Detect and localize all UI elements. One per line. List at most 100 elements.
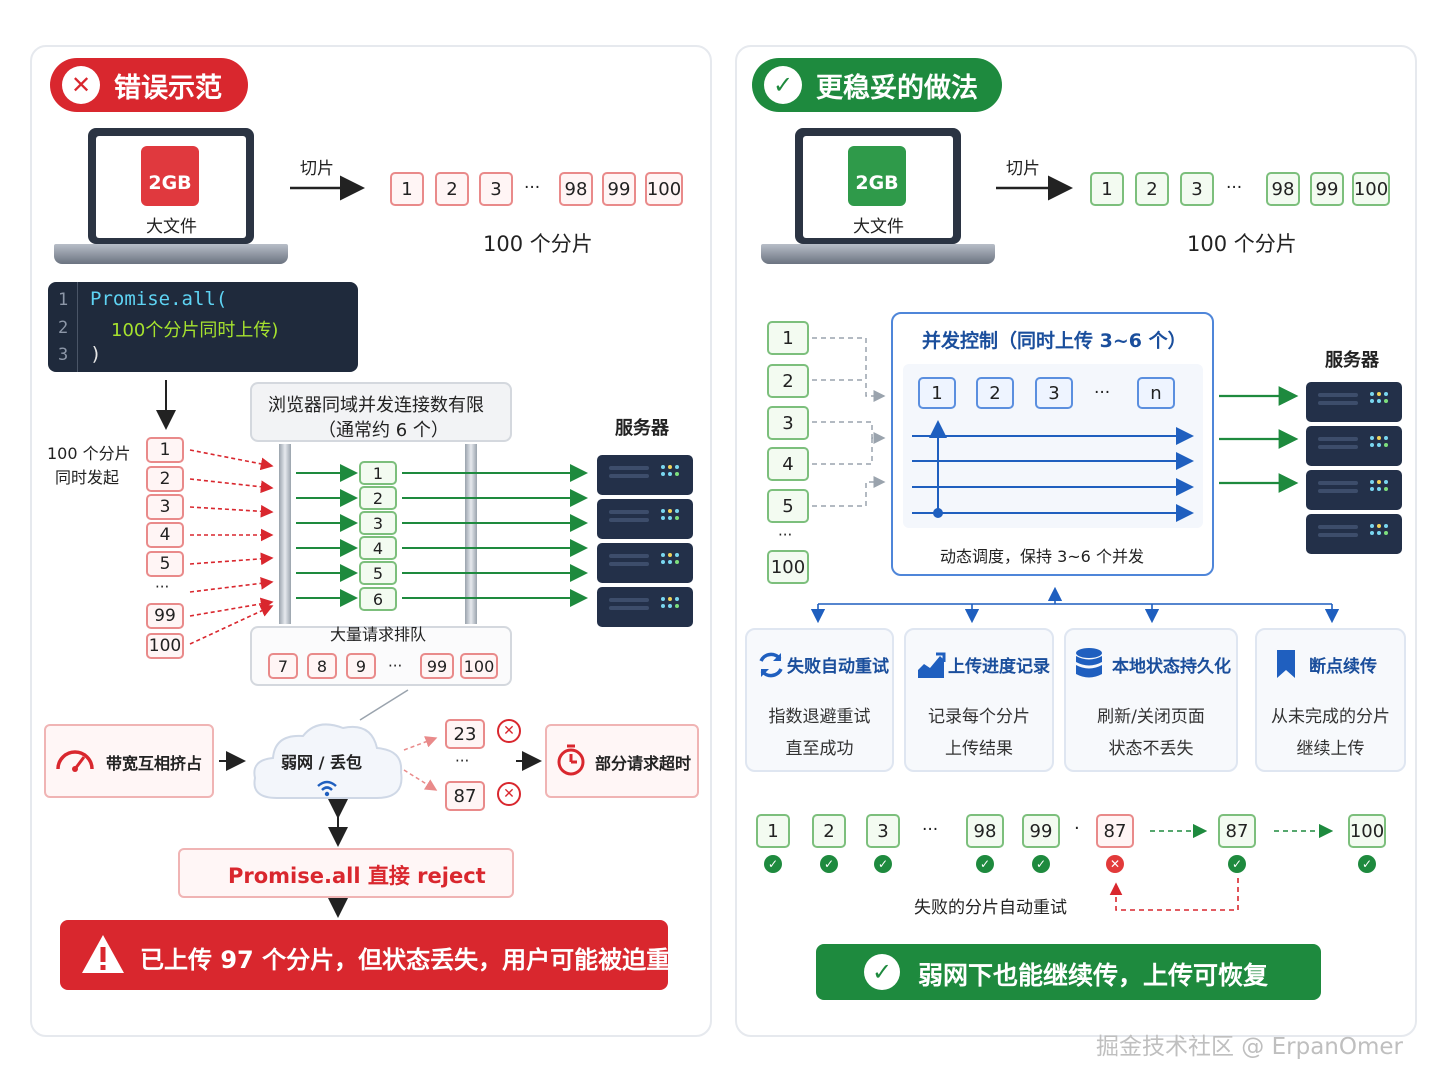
request-arrow (189, 504, 274, 518)
server-label: 服务器 (615, 418, 669, 439)
feature-connectors (810, 586, 1340, 624)
server-arrows (1219, 386, 1299, 493)
status-light (661, 465, 665, 469)
slot: 3 (1035, 377, 1073, 409)
timeout-label: 部分请求超时 (595, 754, 692, 773)
status-light (1370, 480, 1374, 484)
status-light (1370, 487, 1374, 491)
x-circle-icon: ✕ (62, 66, 100, 104)
ellipsis: ··· (778, 526, 793, 544)
chunk: 2 (1135, 172, 1169, 206)
status-lights (1370, 436, 1392, 452)
file-label: 大文件 (853, 217, 904, 237)
check-circle-icon: ✓ (864, 954, 900, 990)
server-label: 服务器 (1325, 350, 1379, 371)
limit-line-2: （通常约 6 个） (318, 420, 449, 441)
incoming-chunk: 3 (767, 406, 809, 440)
status-light (1384, 524, 1388, 528)
chunk: 2 (435, 172, 469, 206)
success-check-icon: ✓ (874, 855, 892, 873)
status-light (668, 553, 672, 557)
server-icon (1306, 426, 1402, 466)
status-light (1377, 487, 1381, 491)
status-light (661, 472, 665, 476)
file-icon: 2GB (848, 146, 906, 206)
status-light (1384, 531, 1388, 535)
laptop-base (761, 244, 995, 264)
left-result-text: 已上传 97 个分片，但状态丢失，用户可能被迫重传 (140, 946, 695, 974)
feature-line-1: 刷新/关闭页面 (1097, 707, 1205, 727)
ellipsis: ··· (524, 178, 541, 198)
feature-card: 断点续传 从未完成的分片 继续上传 (1255, 628, 1406, 772)
ellipsis: ··· (388, 657, 403, 675)
status-light (1384, 480, 1388, 484)
slot: n (1137, 377, 1175, 409)
server-icon (1306, 470, 1402, 510)
status-light (1377, 443, 1381, 447)
status-light (1377, 392, 1381, 396)
slice-label: 切片 (1006, 159, 1040, 179)
chart-icon (916, 650, 946, 680)
active-slot: 4 (359, 536, 397, 560)
file-size: 2GB (148, 172, 192, 194)
file-icon: 2GB (141, 146, 199, 206)
pillar-left (279, 444, 291, 624)
status-light (661, 560, 665, 564)
feature-title: 失败自动重试 (787, 657, 889, 677)
gauge-icon (54, 741, 96, 773)
server-icon (597, 455, 693, 495)
watermark: 掘金技术社区 @ ErpanOmer (1096, 1034, 1403, 1060)
status-light (1370, 443, 1374, 447)
incoming-chunk: 1 (767, 321, 809, 355)
status-light (661, 597, 665, 601)
feature-line-1: 从未完成的分片 (1271, 707, 1390, 727)
feature-card: 本地状态持久化 刷新/关闭页面 状态不丢失 (1064, 628, 1238, 772)
chunk-count: 100 个分片 (483, 232, 593, 256)
status-lights (1370, 480, 1392, 496)
sent-chunk: 5 (146, 551, 184, 577)
success-check-icon: ✓ (1358, 855, 1376, 873)
feature-line-2: 上传结果 (945, 739, 1013, 759)
status-light (1384, 392, 1388, 396)
file-size: 2GB (855, 172, 899, 194)
status-light (661, 553, 665, 557)
refresh-icon (756, 650, 786, 680)
feature-line-2: 状态不丢失 (1108, 739, 1194, 759)
queued-chunk: 99 (420, 653, 454, 679)
database-icon (1074, 647, 1104, 681)
cloud-icon (247, 716, 407, 808)
server-icon (597, 587, 693, 627)
chunk: 100 (645, 172, 683, 206)
failure-icon: ✕ (497, 782, 521, 806)
code-line-1: Promise.all( (90, 288, 228, 310)
status-light (668, 516, 672, 520)
status-lights (661, 553, 683, 569)
chunk-count: 100 个分片 (1187, 232, 1297, 256)
incoming-chunk: 4 (767, 447, 809, 481)
code-line-3: ) (90, 343, 102, 365)
progress-chunk: 1 (756, 814, 790, 848)
loss-arrow (403, 769, 438, 791)
left-title: 错误示范 (114, 72, 222, 104)
status-light (675, 560, 679, 564)
request-arrow (189, 552, 274, 566)
connection-limit-box (250, 382, 512, 442)
sent-chunk: 100 (146, 633, 184, 659)
bookmark-icon (1275, 648, 1297, 680)
progress-chunk: 3 (866, 814, 900, 848)
file-label: 大文件 (146, 217, 197, 237)
reject-label: Promise.all 直接 reject (228, 864, 486, 888)
concurrency-title: 并发控制（同时上传 3~6 个） (922, 330, 1187, 352)
success-check-icon: ✓ (820, 855, 838, 873)
ellipsis: ··· (1226, 178, 1243, 198)
status-light (675, 553, 679, 557)
status-light (668, 472, 672, 476)
queued-chunk: 100 (460, 653, 498, 679)
chunk: 3 (1180, 172, 1214, 206)
ellipsis: ··· (922, 820, 939, 840)
progress-chunk: 98 (966, 814, 1004, 848)
limit-line-1: 浏览器同域并发连接数有限 (268, 395, 484, 416)
queued-chunk: 7 (268, 653, 298, 679)
active-slot: 3 (359, 511, 397, 535)
retry-label: 失败的分片自动重试 (914, 898, 1067, 918)
